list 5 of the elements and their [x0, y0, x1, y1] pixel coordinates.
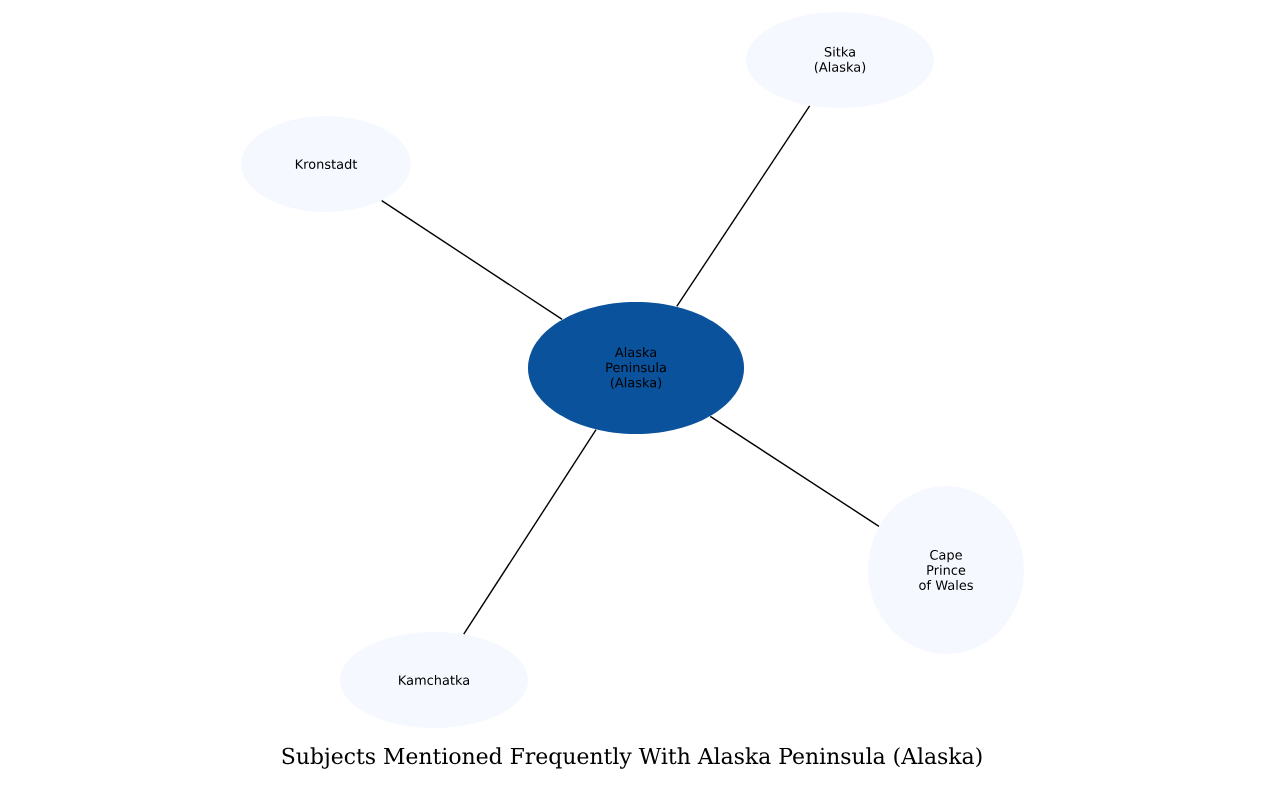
connector-line	[709, 415, 880, 527]
connector-line	[463, 429, 597, 635]
connector-line	[381, 199, 563, 321]
connector-line	[676, 105, 811, 308]
diagram-title: Subjects Mentioned Frequently With Alaska Peninsula (Alaska)	[282, 747, 982, 769]
